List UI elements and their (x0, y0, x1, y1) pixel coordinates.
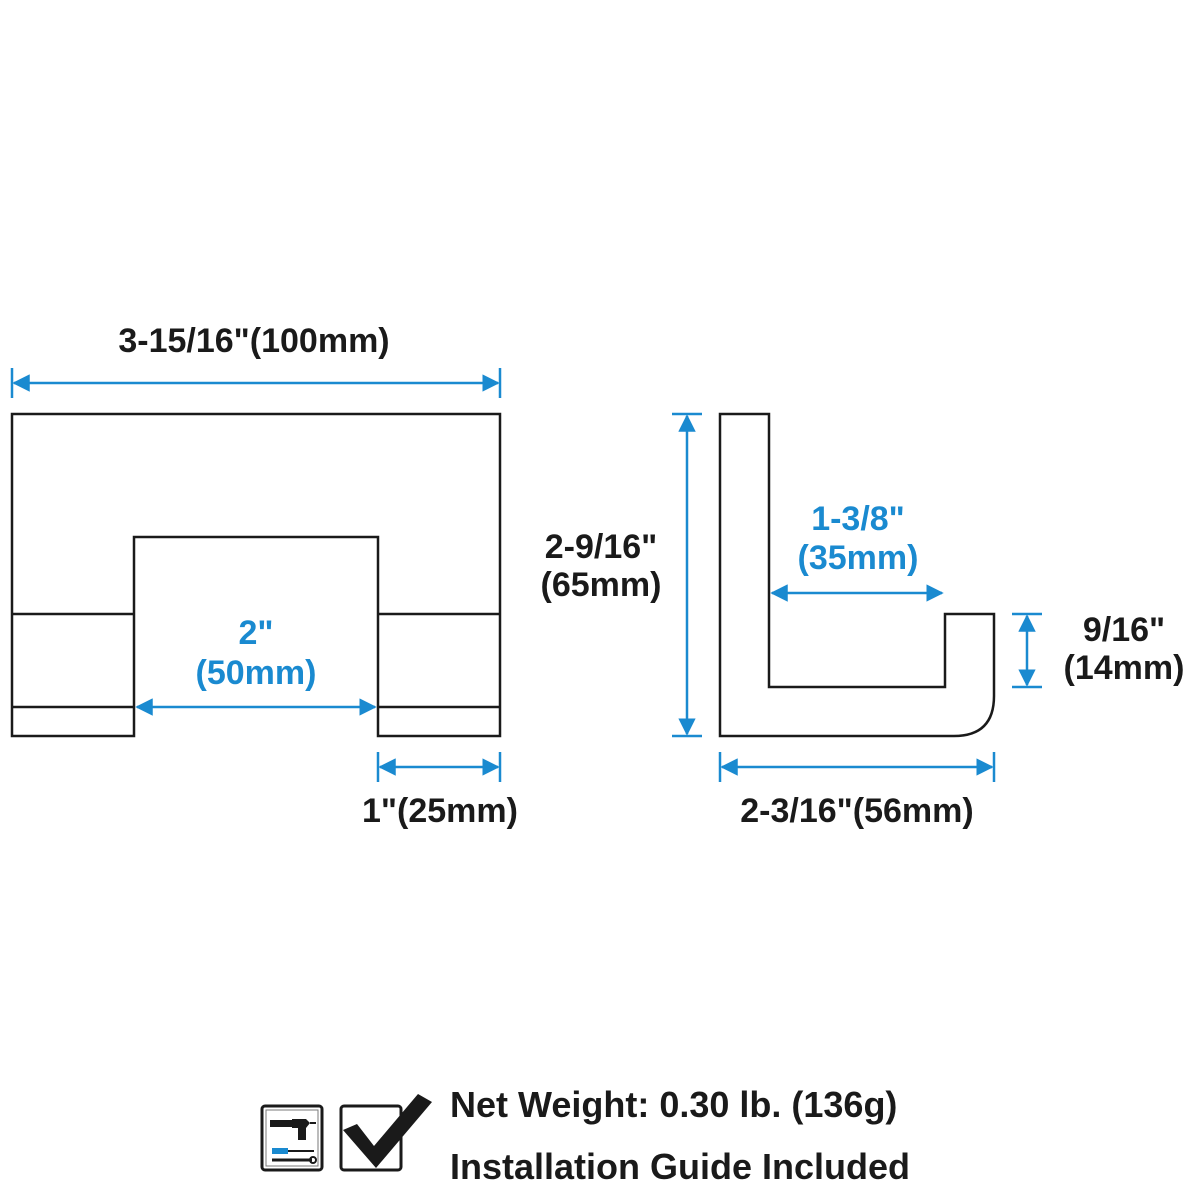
side-height-inch-label: 2-9/16" (545, 528, 658, 566)
side-lip-height-dimension (1012, 612, 1042, 689)
side-lip-height-inch-label: 9/16" (1083, 611, 1165, 649)
front-overall-width-label: 3-15/16"(100mm) (118, 322, 389, 360)
front-inner-width-mm-label: (50mm) (196, 654, 317, 692)
drill-tools-icon (260, 1104, 324, 1172)
front-overall-width-dimension (10, 368, 502, 398)
side-overall-depth-label: 2-3/16"(56mm) (740, 792, 973, 830)
side-height-mm-label: (65mm) (541, 566, 662, 604)
side-inner-depth-inch-label: 1-3/8" (811, 500, 905, 538)
side-lip-height-mm-label: (14mm) (1064, 649, 1185, 687)
front-view-outline (10, 412, 502, 738)
installation-guide-text: Installation Guide Included (450, 1146, 911, 1187)
checkbox-checked-icon (339, 1094, 432, 1172)
side-inner-depth-mm-label: (35mm) (798, 539, 919, 577)
net-weight-text: Net Weight: 0.30 lb. (136g) (450, 1084, 898, 1125)
front-inner-width-inch-label: 2" (238, 614, 273, 652)
side-view-outline (718, 412, 996, 738)
side-height-dimension (672, 412, 702, 738)
front-arm-width-dimension (376, 752, 502, 782)
front-arm-width-label: 1"(25mm) (362, 792, 518, 830)
side-overall-depth-dimension (718, 752, 996, 782)
front-view (10, 412, 502, 738)
